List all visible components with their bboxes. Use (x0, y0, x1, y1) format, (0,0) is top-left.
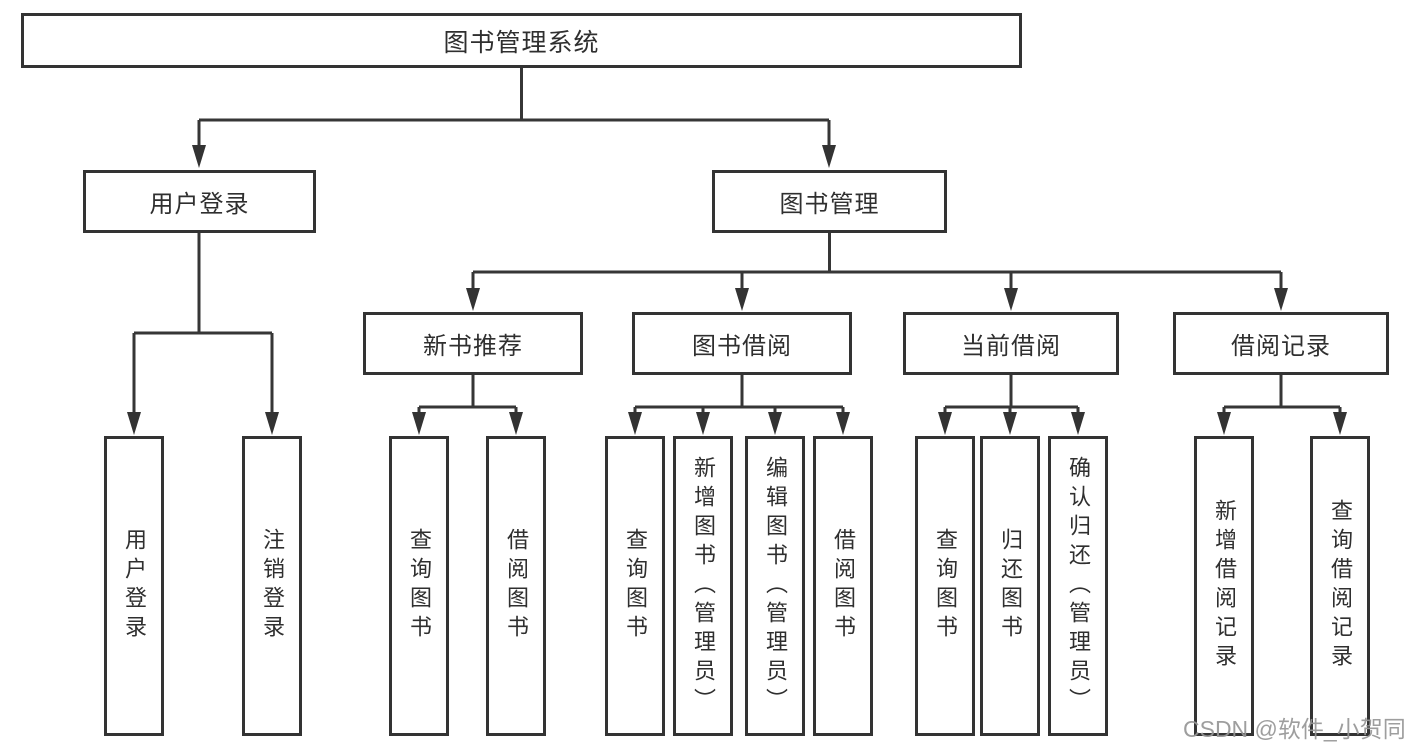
node-user-login: 用户登录 (83, 170, 316, 233)
node-borrow-records: 借阅记录 (1173, 312, 1389, 375)
node-label: 当前借阅 (961, 333, 1061, 360)
leaf-node-confirm-return-admin: 确认归还（管理员） (1048, 436, 1108, 736)
leaf-node-edit-book-admin: 编辑图书（管理员） (745, 436, 805, 736)
leaf-label: 查询图书 (933, 528, 958, 644)
leaf-label: 借阅图书 (831, 528, 856, 644)
leaf-node-return-book: 归还图书 (980, 436, 1040, 736)
leaf-label: 编辑图书（管理员） (763, 455, 788, 717)
leaf-node-borrow-books-recommend: 借阅图书 (486, 436, 546, 736)
node-label: 借阅记录 (1231, 333, 1331, 360)
leaf-node-add-book-admin: 新增图书（管理员） (673, 436, 733, 736)
leaf-label: 归还图书 (998, 528, 1023, 644)
node-book-management: 图书管理 (712, 170, 947, 233)
leaf-label: 查询借阅记录 (1328, 499, 1353, 673)
node-label: 图书管理 (779, 191, 880, 218)
leaf-node-query-books-current: 查询图书 (915, 436, 975, 736)
leaf-node-query-books-borrow: 查询图书 (605, 436, 665, 736)
node-label: 新书推荐 (423, 333, 523, 360)
root-node-library-system: 图书管理系统 (21, 13, 1022, 68)
leaf-node-user-login: 用户登录 (104, 436, 164, 736)
leaf-label: 确认归还（管理员） (1066, 455, 1091, 717)
leaf-node-query-books-recommend: 查询图书 (389, 436, 449, 736)
node-current-borrow: 当前借阅 (903, 312, 1119, 375)
leaf-node-query-borrow-record: 查询借阅记录 (1310, 436, 1370, 736)
leaf-label: 借阅图书 (504, 528, 529, 644)
leaf-node-borrow-books: 借阅图书 (813, 436, 873, 736)
leaf-label: 新增图书（管理员） (691, 455, 716, 717)
leaf-label: 新增借阅记录 (1212, 499, 1237, 673)
node-book-borrow: 图书借阅 (632, 312, 852, 375)
leaf-label: 查询图书 (623, 528, 648, 644)
leaf-node-logout: 注销登录 (242, 436, 302, 736)
node-new-book-recommend: 新书推荐 (363, 312, 583, 375)
leaf-label: 注销登录 (260, 528, 285, 644)
root-node-label: 图书管理系统 (443, 28, 600, 57)
leaf-label: 查询图书 (407, 528, 432, 644)
leaf-label: 用户登录 (122, 528, 147, 644)
arrowhead-icons (127, 145, 1347, 435)
leaf-node-add-borrow-record: 新增借阅记录 (1194, 436, 1254, 736)
watermark: CSDN @软件_小贺同学 (1183, 716, 1405, 742)
node-label: 用户登录 (149, 191, 250, 218)
node-label: 图书借阅 (692, 333, 792, 360)
